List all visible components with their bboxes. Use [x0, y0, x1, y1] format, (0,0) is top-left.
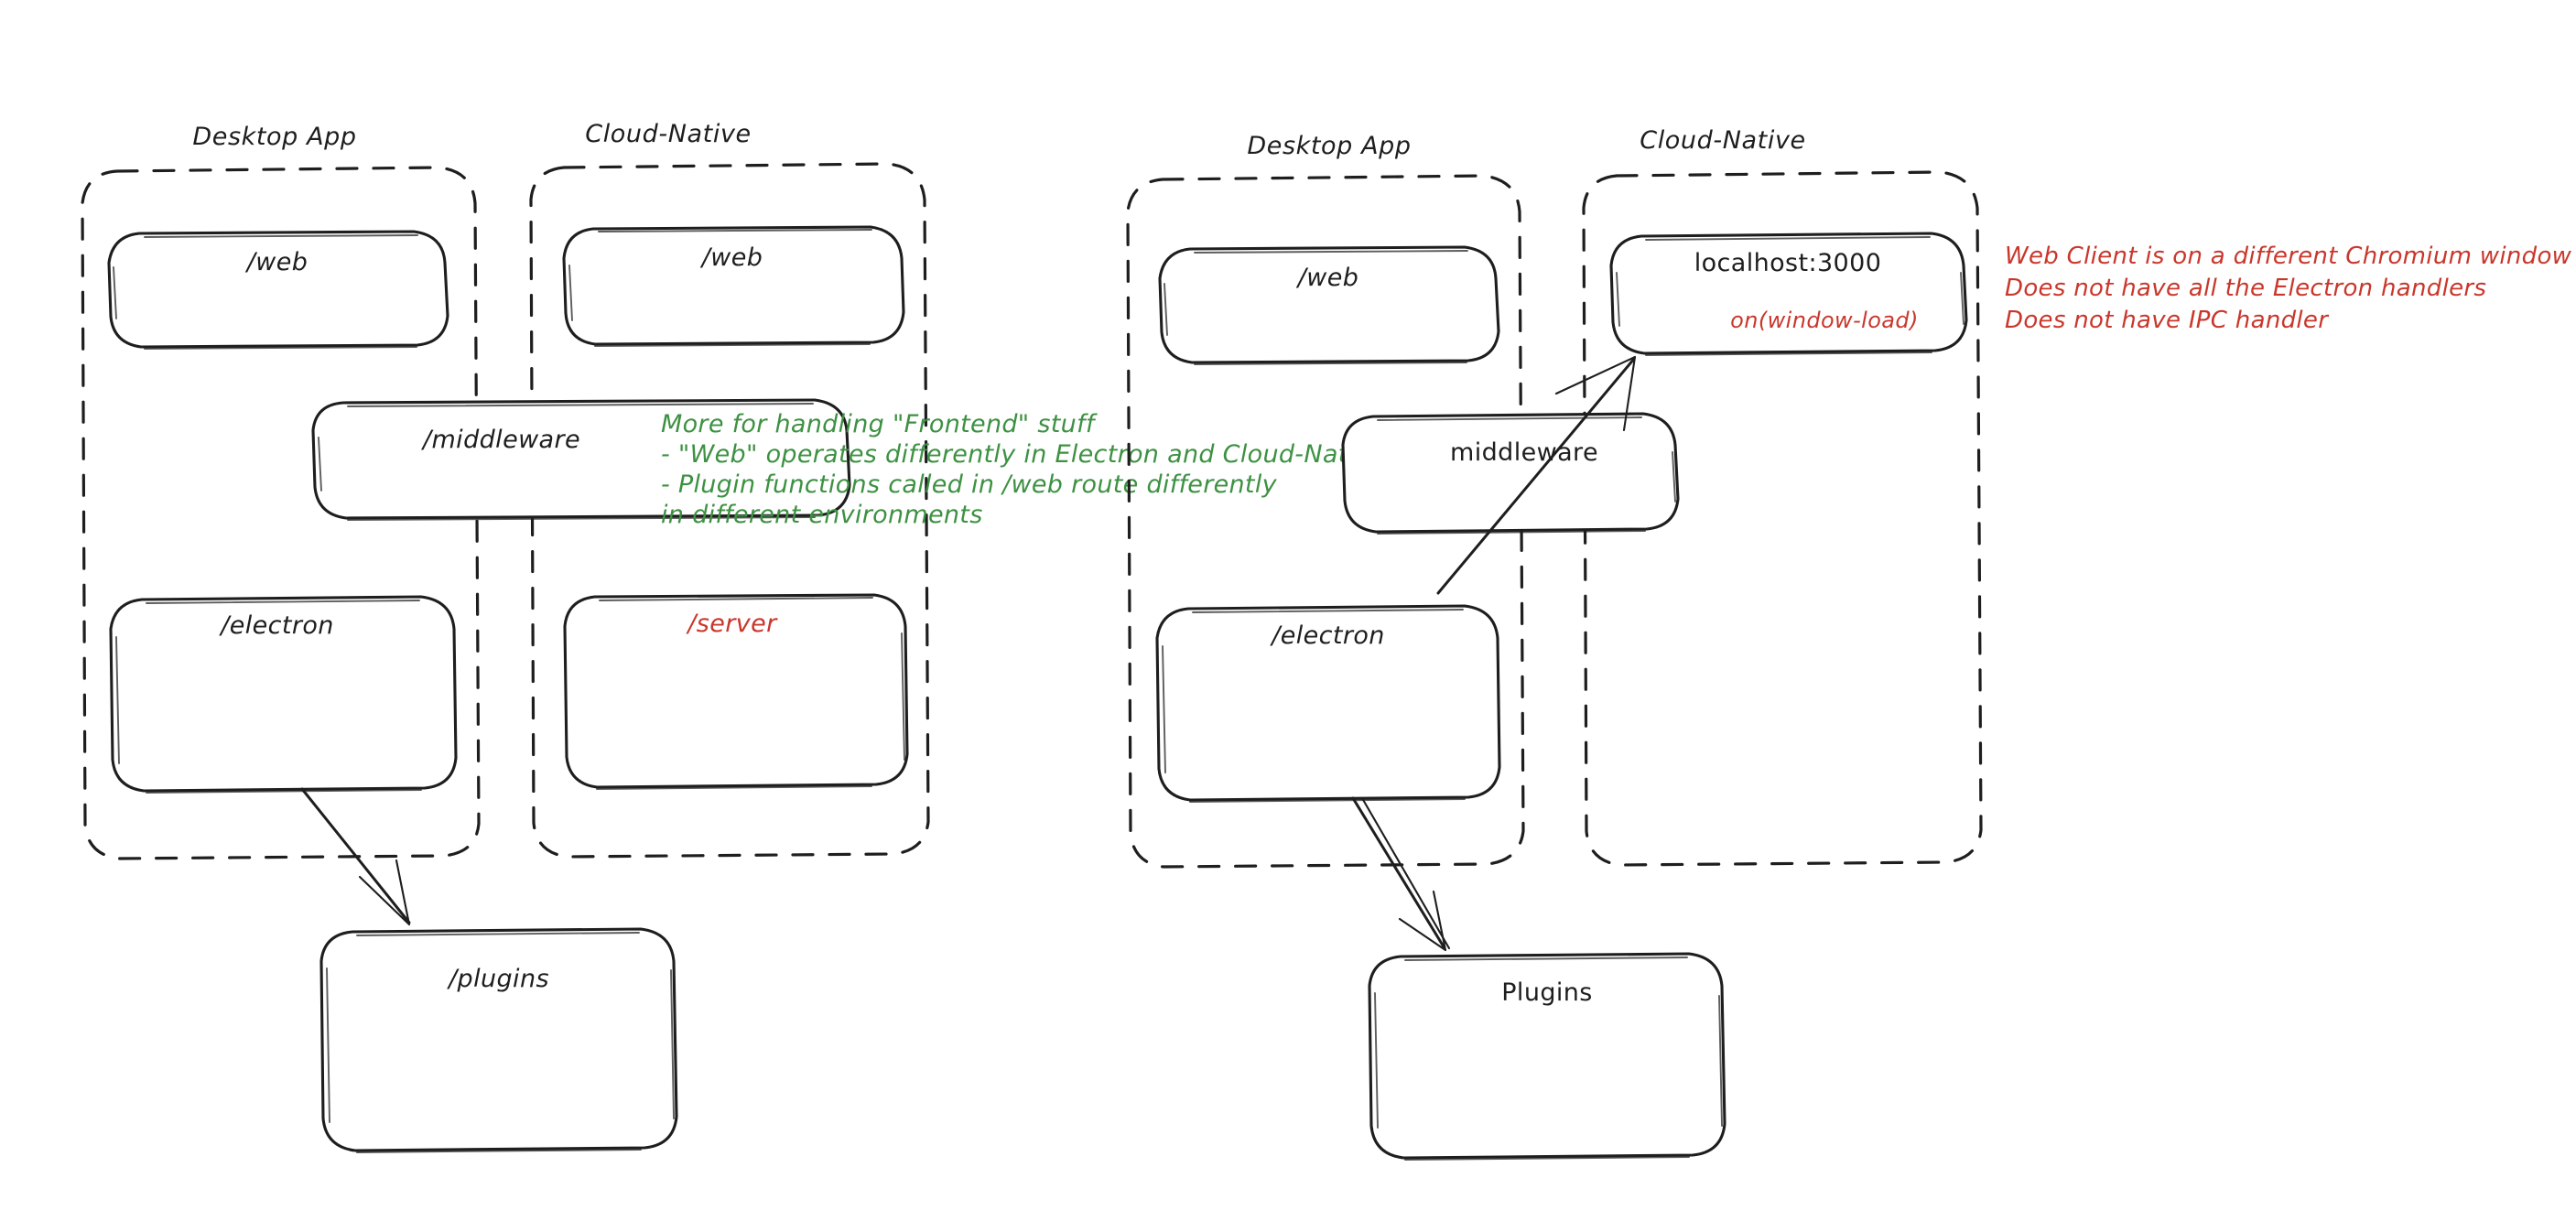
node-shape-ghost: [115, 600, 422, 794]
group-right-cloud-native[interactable]: Cloud-Native: [1582, 126, 1983, 867]
group-left-desktop-app[interactable]: Desktop App: [81, 123, 481, 860]
node-label: Plugins: [1501, 978, 1593, 1007]
node-right-desktop-web[interactable]: /web: [1158, 245, 1500, 365]
node-shape: [1609, 232, 1968, 355]
group-outline-right-desktop-app: [1126, 174, 1525, 869]
node-shape-ghost: [596, 597, 905, 790]
node-label: /web: [700, 243, 763, 272]
node-shape-ghost: [326, 932, 675, 1153]
note-red-line-2: Does not have all the Electron handlers: [2005, 275, 2486, 302]
node-shape-ghost: [1616, 236, 1964, 356]
group-outline-left-cloud-native: [529, 162, 930, 859]
node-label: /middleware: [421, 426, 580, 454]
note-green: More for handling "Frontend" stuff - "We…: [661, 410, 1386, 529]
node-shape-ghost: [1164, 250, 1468, 365]
note-red-line-1: Web Client is on a different Chromium wi…: [2005, 243, 2572, 270]
note-green-line-4: in different environments: [661, 501, 983, 529]
node-shape-ghost: [1374, 956, 1723, 1161]
group-left-cloud-native[interactable]: Cloud-Native: [529, 120, 930, 859]
node-shape: [311, 398, 851, 520]
arrow-left-electron-to-plugins: [300, 787, 411, 926]
node-shape: [1158, 245, 1500, 364]
node-shape-ghost: [113, 234, 418, 350]
node-right-cloud-localhost[interactable]: localhost:3000 on(window-load): [1609, 232, 1968, 356]
node-label: /plugins: [447, 965, 549, 993]
node-right-desktop-electron[interactable]: /electron: [1155, 604, 1501, 803]
node-left-middleware[interactable]: /middleware: [311, 398, 851, 521]
node-left-plugins[interactable]: /plugins: [319, 927, 678, 1153]
node-shape-ghost: [318, 403, 816, 521]
group-outline-right-cloud-native: [1582, 170, 1983, 867]
node-right-middleware[interactable]: middleware: [1341, 412, 1680, 535]
node-label: /electron: [219, 611, 334, 640]
node-shape: [1368, 952, 1726, 1160]
group-right-desktop-app[interactable]: Desktop App: [1126, 132, 1525, 869]
group-label-left-desktop-app: Desktop App: [192, 123, 356, 151]
group-label-left-cloud-native: Cloud-Native: [585, 120, 752, 148]
group-outline-left-desktop-app: [81, 166, 481, 860]
group-label-right-cloud-native: Cloud-Native: [1640, 126, 1806, 155]
node-shape-ghost: [1377, 416, 1676, 535]
node-label: /web: [1296, 264, 1359, 292]
node-shape: [562, 225, 905, 346]
node-shape: [1155, 604, 1501, 802]
node-shape: [107, 230, 449, 349]
node-left-desktop-web[interactable]: /web: [107, 230, 449, 350]
node-shape: [319, 927, 678, 1152]
note-red: Web Client is on a different Chromium wi…: [2005, 243, 2572, 334]
node-label: /web: [245, 248, 308, 276]
node-label: middleware: [1450, 438, 1598, 467]
node-shape: [1341, 412, 1680, 534]
node-shape-ghost: [568, 229, 872, 347]
node-label: /electron: [1270, 621, 1385, 650]
node-left-cloud-web[interactable]: /web: [562, 225, 905, 347]
note-green-line-1: More for handling "Frontend" stuff: [661, 410, 1098, 438]
arrow-right-electron-to-localhost: [1436, 355, 1637, 595]
node-shape: [563, 593, 909, 789]
node-label: localhost:3000: [1694, 249, 1882, 277]
node-right-plugins[interactable]: Plugins: [1368, 952, 1726, 1161]
note-green-line-3: - Plugin functions called in /web route …: [661, 470, 1278, 499]
arrow-right-electron-to-plugins: [1351, 796, 1451, 952]
node-sublabel: on(window-load): [1730, 308, 1919, 333]
node-left-desktop-electron[interactable]: /electron: [109, 595, 458, 794]
note-green-line-2: - "Web" operates differently in Electron…: [661, 440, 1386, 469]
node-left-cloud-server[interactable]: /server: [563, 593, 909, 790]
node-shape-ghost: [1162, 609, 1466, 803]
node-shape: [109, 595, 458, 793]
note-red-line-3: Does not have IPC handler: [2005, 307, 2330, 334]
group-label-right-desktop-app: Desktop App: [1247, 132, 1411, 160]
node-label: /server: [686, 610, 778, 638]
